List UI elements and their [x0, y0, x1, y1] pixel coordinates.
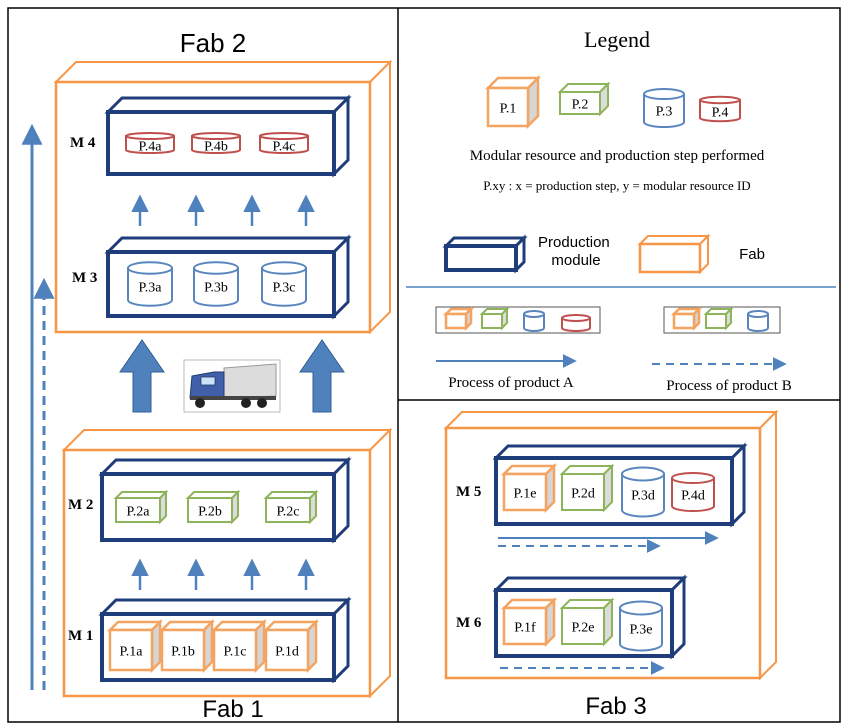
resource-p3d: P.3d: [621, 466, 665, 518]
resource-p4b: P.4b: [191, 132, 241, 154]
resource-label: P.1f: [514, 620, 536, 635]
module-m6-resources: P.1f P.2e P.3e: [500, 596, 663, 652]
resource-label: P.1d: [275, 644, 299, 659]
module-m4-resources: P.4a P.4b P.4c: [125, 132, 309, 154]
module-m5-resources: P.1e P.2d P.3d P.4d: [500, 462, 715, 518]
resource-p1: [442, 305, 475, 332]
legend-caption: Modular resource and production step per…: [470, 148, 765, 164]
resource-label: P.3a: [139, 280, 163, 295]
resource-p3c: P.3c: [261, 261, 307, 307]
resource-p2c: P.2c: [263, 489, 319, 525]
legend-title: Legend: [584, 27, 650, 52]
resource-label: P.2e: [572, 620, 595, 635]
resource-p1f: P.1f: [500, 596, 558, 648]
module-m1-label: M 1: [68, 628, 93, 644]
resource-p1d: P.1d: [262, 618, 320, 674]
resource-p3: [523, 310, 545, 332]
legend: Legend P.1 P.2 P.3 P.4 Modular resource and…: [406, 27, 836, 394]
truck-icon: [183, 359, 281, 413]
module-m2-resources: P.2a P.2b P.2c: [113, 489, 319, 525]
resource-p1: [670, 305, 703, 332]
resource-p1e: P.1e: [500, 462, 558, 514]
resource-p2b: P.2b: [185, 489, 241, 525]
resource-label: P.2: [572, 97, 589, 112]
module-m3-resources: P.3a P.3b P.3c: [127, 261, 307, 307]
m1-to-m2-arrows: [131, 558, 315, 590]
resource-label: P.4b: [204, 139, 228, 154]
resource-p3a: P.3a: [127, 261, 173, 307]
resource-label: P.2a: [127, 504, 151, 519]
resource-label: P.4d: [681, 488, 705, 503]
resource-p1: P.1: [484, 74, 542, 130]
resource-p1b: P.1b: [158, 618, 216, 674]
resource-p4d: P.4d: [671, 471, 715, 513]
fab-2-title: Fab 2: [180, 28, 247, 58]
legend-fab-label: Fab: [739, 246, 765, 263]
legend-production-module-label: Production module: [538, 234, 614, 269]
resource-label: P.3d: [631, 488, 655, 503]
legend-fab-shape: [637, 233, 711, 275]
resource-label: P.1b: [171, 644, 195, 659]
resource-label: P.2d: [571, 486, 595, 501]
resource-p4c: P.4c: [259, 132, 309, 154]
legend-formula: P.xy : x = production step, y = modular …: [483, 178, 750, 193]
legend-product-b-label: Process of product B: [666, 378, 791, 394]
resource-label: P.4a: [139, 139, 163, 154]
resource-label: P.1c: [224, 644, 247, 659]
resource-label: P.1a: [120, 644, 144, 659]
module-m6-label: M 6: [456, 615, 482, 631]
legend-product-a-resources: [442, 305, 591, 332]
resource-p2e: P.2e: [559, 597, 615, 647]
module-m5-label: M 5: [456, 484, 481, 500]
resource-p4: [561, 314, 591, 332]
resource-label: P.1e: [514, 486, 537, 501]
resource-p3e: P.3e: [619, 600, 663, 652]
fab-3-title: Fab 3: [585, 693, 646, 720]
legend-production-module-shape: [442, 234, 528, 274]
module-m1-resources: P.1a P.1b P.1c P.1d: [106, 618, 320, 674]
resource-p2d: P.2d: [559, 463, 615, 513]
transport-arrow-right: [299, 339, 345, 413]
legend-resources: P.1 P.2 P.3 P.4: [484, 74, 741, 130]
resource-p2: [479, 306, 510, 331]
resource-p3: P.3: [643, 87, 685, 129]
resource-label: P.1: [500, 101, 517, 116]
resource-p1a: P.1a: [106, 618, 164, 674]
resource-p4a: P.4a: [125, 132, 175, 154]
resource-p4: P.4: [699, 95, 741, 123]
resource-label: P.4: [712, 105, 729, 120]
resource-p3: [747, 310, 769, 332]
resource-p2a: P.2a: [113, 489, 169, 525]
resource-label: P.3c: [273, 280, 296, 295]
resource-label: P.2c: [277, 504, 300, 519]
legend-product-b-resources: [670, 305, 769, 332]
resource-label: P.3e: [630, 622, 653, 637]
resource-p1c: P.1c: [210, 618, 268, 674]
resource-p2: [703, 306, 734, 331]
resource-label: P.3: [656, 104, 673, 119]
module-m4-label: M 4: [70, 135, 96, 151]
resource-p3b: P.3b: [193, 261, 239, 307]
module-m2-label: M 2: [68, 497, 93, 513]
legend-product-a-label: Process of product A: [448, 375, 574, 391]
module-m3-label: M 3: [72, 270, 97, 286]
resource-label: P.3b: [204, 280, 228, 295]
resource-label: P.4c: [273, 139, 296, 154]
transport-arrow-left: [119, 339, 165, 413]
resource-label: P.2b: [198, 504, 222, 519]
m3-to-m4-arrows: [131, 194, 315, 226]
outer-frame: [7, 7, 841, 723]
resource-p2: P.2: [557, 81, 611, 117]
fab-1-title: Fab 1: [202, 696, 263, 723]
